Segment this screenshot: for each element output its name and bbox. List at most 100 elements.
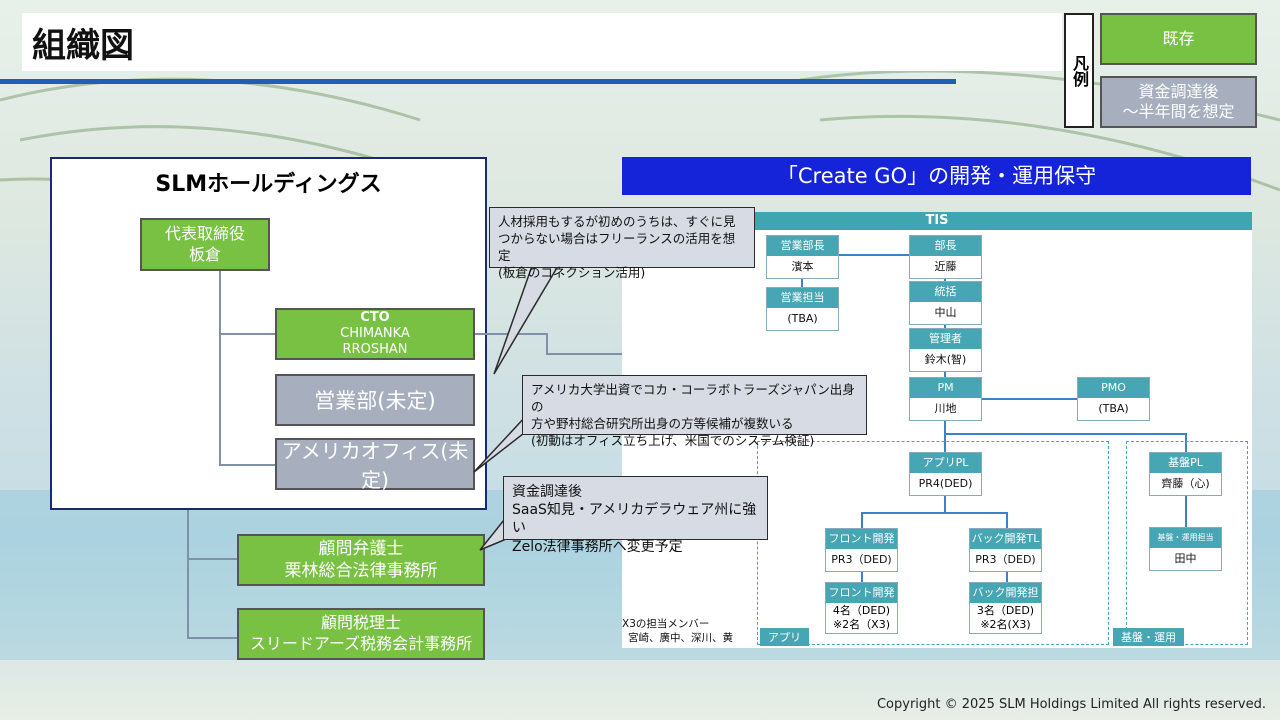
tax-box: 顧問税理士 スリードアーズ税務会計事務所 (237, 608, 485, 660)
tis-connector (861, 512, 1007, 514)
legend-label: 凡例 (1064, 13, 1094, 128)
connector-line (187, 558, 237, 560)
tis-connector (861, 570, 863, 582)
tis-back-tl-role: バック開発TL (970, 529, 1041, 549)
connector-line (219, 464, 276, 466)
tis-pmo-name: (TBA) (1098, 402, 1129, 415)
tis-sales-head-name: 濱本 (791, 260, 814, 273)
legal-callout: 資金調達後 SaaS知見・アメリカデラウェア州に強い Zelo法律事務所へ変更予… (503, 476, 768, 555)
hiring-callout: 人材採用もするが初めのうちは、すぐに見 つからない場合はフリーランスの活用を想定… (489, 207, 755, 280)
tis-infra-pl-role: 基盤PL (1150, 453, 1221, 473)
tis-front-dev-name-1: 4名（DED) (832, 604, 891, 617)
connector-line (546, 353, 626, 355)
ceo-name: 板倉 (188, 244, 221, 264)
lawyer-name: 栗林総合法律事務所 (284, 561, 438, 581)
infra-group-tag: 基盤・運用 (1113, 628, 1184, 646)
tis-manager-name: 鈴木(智) (924, 353, 967, 366)
tax-name: スリードアーズ税務会計事務所 (249, 634, 473, 653)
tis-dept-head-name: 近藤 (934, 260, 957, 273)
tis-infra-ops-name: 田中 (1174, 552, 1197, 565)
tis-pmo: PMO (TBA) (1077, 377, 1150, 421)
tis-connector (838, 254, 910, 256)
tis-back-dev: バック開発担当 3名（DED) ※2名(X3) (969, 582, 1042, 634)
tis-app-pl-name: PR4(DED) (918, 477, 973, 490)
connector-line (219, 333, 276, 335)
slm-holdings-title: SLMホールディングス (155, 172, 382, 197)
tis-infra-ops-role: 基盤・運用担当 (1150, 528, 1221, 548)
tis-back-dev-role: バック開発担当 (970, 583, 1041, 619)
connector-line (187, 637, 237, 639)
cto-role: CTO (360, 309, 390, 325)
tis-general: 統括 中山 (909, 281, 982, 325)
tis-sales-rep-role: 営業担当 (767, 288, 838, 308)
tis-manager: 管理者 鈴木(智) (909, 328, 982, 372)
tis-general-name: 中山 (934, 306, 957, 319)
tis-front-tl: フロント開発TL PR3（DED) (825, 528, 898, 572)
us-office-callout: アメリカ大学出資でコカ・コーラボトラーズジャパン出身の 方や野村総合研究所出身の… (522, 375, 867, 448)
tis-pm-role: PM (910, 378, 981, 398)
tis-connector (1006, 570, 1008, 582)
tis-back-tl-name: PR3（DED) (975, 553, 1036, 566)
ceo-box: 代表取締役 板倉 (140, 218, 270, 271)
tis-connector (1185, 433, 1187, 453)
create-go-header: 「Create GO」の開発・運用保守 (622, 157, 1251, 195)
x3-note-title: X3の担当メンバー (622, 618, 710, 630)
tis-pmo-role: PMO (1078, 378, 1149, 398)
tis-general-role: 統括 (910, 282, 981, 302)
tis-infra-pl: 基盤PL 齊藤（心) (1149, 452, 1222, 496)
x3-note-members: 宮崎、廣中、深川、黄 (628, 632, 733, 644)
tis-pm: PM 川地 (909, 377, 982, 421)
tis-back-dev-name-2: ※2名(X3) (980, 618, 1031, 631)
lawyer-role: 顧問弁護士 (318, 538, 404, 559)
tis-connector (981, 398, 1077, 400)
tis-manager-role: 管理者 (910, 329, 981, 349)
copyright: Copyright © 2025 SLM Holdings Limited Al… (876, 697, 1266, 712)
tis-front-tl-name: PR3（DED) (831, 553, 892, 566)
tis-connector (944, 420, 946, 452)
ceo-role: 代表取締役 (164, 223, 245, 243)
app-group-tag: アプリ (760, 628, 809, 646)
title-underline (0, 79, 956, 84)
connector-line (187, 510, 189, 638)
tis-sales-head-role: 営業部長 (767, 236, 838, 256)
tis-app-pl: アプリPL PR4(DED) (909, 452, 982, 496)
lawyer-box: 顧問弁護士 栗林総合法律事務所 (237, 534, 485, 586)
tis-front-dev: フロント開発担当 4名（DED) ※2名（X3) (825, 582, 898, 634)
tis-pm-name: 川地 (934, 402, 957, 415)
bubble-pointers (473, 265, 560, 473)
tis-connector (944, 495, 946, 513)
tis-sales-head: 営業部長 濱本 (766, 235, 839, 279)
tis-front-dev-name-2: ※2名（X3) (832, 618, 891, 631)
legend-existing: 既存 (1100, 13, 1257, 65)
connector-line (546, 333, 548, 355)
connector-line (219, 270, 221, 466)
tis-infra-ops: 基盤・運用担当 田中 (1149, 527, 1222, 571)
tis-back-tl: バック開発TL PR3（DED) (969, 528, 1042, 572)
tis-infra-pl-name: 齊藤（心) (1161, 477, 1210, 490)
us-office-label: アメリカオフィス(未定) (281, 439, 469, 492)
title-bar (22, 13, 1062, 71)
tis-app-pl-role: アプリPL (910, 453, 981, 473)
cto-box: CTO CHIMANKA RROSHAN (275, 308, 475, 360)
tis-connector (944, 433, 1186, 435)
tis-connector (861, 512, 863, 528)
us-office-box: アメリカオフィス(未定) (275, 438, 475, 492)
tis-back-dev-name-1: 3名（DED) (976, 604, 1035, 617)
tis-dept-head-role: 部長 (910, 236, 981, 256)
tis-connector (944, 277, 946, 377)
tis-sales-rep-name: (TBA) (787, 312, 818, 325)
tax-role: 顧問税理士 (320, 613, 401, 633)
sales-dept-box: 営業部(未定) (275, 374, 475, 426)
tis-connector (1185, 495, 1187, 527)
app-group (757, 441, 1109, 645)
tis-connector (1006, 512, 1008, 528)
page-title: 組織図 (32, 26, 134, 66)
cto-name-1: CHIMANKA (340, 325, 410, 341)
tis-front-dev-role: フロント開発担当 (826, 583, 897, 619)
tis-connector (801, 277, 803, 287)
cto-name-2: RROSHAN (342, 342, 408, 358)
infra-group (1126, 441, 1248, 645)
legend-planned: 資金調達後 ～半年間を想定 (1100, 76, 1257, 128)
sales-dept-label: 営業部(未定) (314, 389, 436, 413)
tis-sales-rep: 営業担当 (TBA) (766, 287, 839, 331)
